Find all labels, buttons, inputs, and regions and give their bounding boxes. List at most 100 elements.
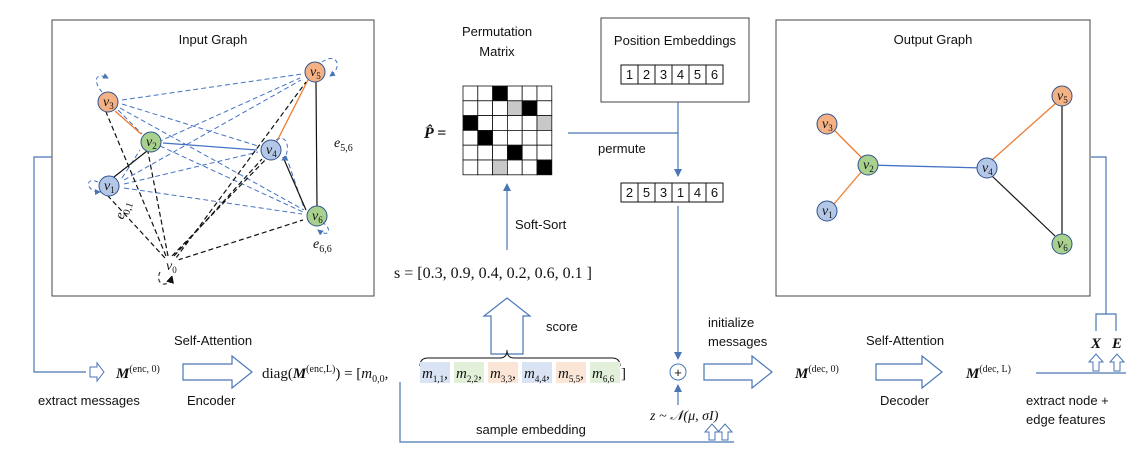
matrix-cell-5-5 — [536, 159, 553, 176]
position-embeddings-frame — [600, 17, 750, 103]
diag-entry-4: m5,5, — [558, 366, 584, 384]
entries-brace — [419, 349, 621, 367]
edge-v3-v2 — [114, 110, 142, 135]
position-embedding-value-0: 1 — [626, 67, 633, 82]
permutation-symbol: P̂ = — [423, 123, 446, 142]
matrix-cell-3-2 — [492, 129, 508, 146]
dashed-black-edges — [105, 81, 307, 261]
input-node-v3: v3 — [97, 91, 119, 113]
input-node-label-v3: v3 — [103, 95, 114, 111]
sample-arrow-1 — [703, 423, 721, 441]
matrix-cell-0-1 — [477, 85, 493, 102]
matrix-cell-1-4 — [521, 100, 538, 117]
position-embedding-value-4: 5 — [694, 67, 701, 82]
edge-v5-v6 — [315, 81, 318, 207]
x-label: X — [1090, 336, 1102, 352]
output-graph-title: Output Graph — [894, 32, 973, 47]
encoder-arrow — [182, 354, 253, 390]
permutation-matrix — [462, 85, 553, 176]
input-node-circle-v2 — [140, 131, 162, 153]
input-node-v6: v6 — [306, 205, 328, 227]
matrix-cell-0-5 — [536, 85, 553, 102]
m-dec-L: M(dec, L) — [965, 364, 1011, 382]
output-node-label-v6: v6 — [1057, 237, 1068, 253]
output-feedback-line — [1091, 156, 1107, 314]
input-node-label-v0: v0 — [166, 259, 177, 275]
permuted-value-5: 6 — [711, 185, 718, 200]
dashed-blue-edges — [117, 73, 305, 215]
diag-entry-3: m4,4, — [524, 366, 550, 384]
diag-entry-bg-1 — [454, 362, 484, 383]
plus-symbol: + — [674, 365, 682, 380]
output-node-circle-v3 — [816, 113, 838, 135]
edge-label-e66: e6,6 — [313, 237, 332, 255]
self-loop-v4 — [275, 137, 288, 161]
permuted-value-4: 4 — [694, 185, 701, 200]
matrix-cell-3-5 — [536, 129, 553, 146]
diag-entries: m1,1,m2,2,m3,3,m4,4,m5,5,m6,6 — [420, 362, 620, 384]
self-loop-v5 — [321, 58, 338, 77]
input-node-v1: v1 — [98, 175, 120, 197]
self-attention-dec-label: Self-Attention — [866, 333, 944, 348]
matrix-cell-5-2 — [492, 159, 508, 176]
input-node-circle-v4 — [260, 139, 282, 161]
permuted-value-0: 2 — [626, 185, 633, 200]
score-vector: s = [0.3, 0.9, 0.4, 0.2, 0.6, 0.1 ] — [394, 265, 592, 282]
edge-label-e56: e5,6 — [334, 136, 353, 154]
position-embedding-value-1: 2 — [643, 67, 650, 82]
output-graph-edges — [833, 102, 1063, 237]
matrix-cell-2-5 — [536, 115, 553, 131]
input-node-circle-v0 — [161, 256, 181, 276]
permuted-value-2: 3 — [660, 185, 667, 200]
edge-v2-v4 — [162, 142, 258, 151]
soft-sort-label: Soft-Sort — [515, 217, 567, 232]
matrix-cell-1-1 — [477, 100, 493, 117]
matrix-cell-5-3 — [506, 159, 523, 176]
input-graph-edges — [88, 58, 338, 285]
diag-entry-2: m3,3, — [490, 366, 516, 384]
permutation-title-1: Permutation — [462, 24, 532, 39]
position-embedding-value-3: 4 — [677, 67, 684, 82]
edge-label-e01: e0,1 — [113, 199, 136, 223]
matrix-cell-0-0 — [462, 85, 479, 102]
matrix-cell-0-2 — [492, 85, 508, 102]
matrix-cell-4-3 — [506, 144, 523, 161]
matrix-cell-3-4 — [521, 129, 538, 146]
self-loop-v6 — [317, 221, 330, 236]
matrix-cell-4-5 — [536, 144, 553, 161]
edge-v4-v6 — [282, 156, 307, 211]
matrix-cell-5-1 — [477, 159, 493, 176]
sample-embedding-label: sample embedding — [476, 422, 586, 437]
decoder-arrow — [875, 354, 943, 390]
e-up-arrow — [1108, 353, 1126, 372]
self-loop-v0 — [158, 271, 174, 285]
matrix-cell-4-4 — [521, 144, 538, 161]
diag-expression: diag(M(enc,L)) = [m0,0, — [262, 364, 388, 385]
matrix-cell-2-4 — [521, 115, 538, 131]
output-node-v1: v1 — [816, 200, 838, 222]
input-node-circle-v5 — [304, 61, 326, 83]
output-node-circle-v4 — [976, 157, 998, 179]
extract-messages-label: extract messages — [38, 393, 140, 408]
edge-v5-v4 — [275, 79, 309, 144]
diag-close-bracket: ] — [621, 366, 626, 382]
diag-entry-bg-3 — [522, 362, 552, 383]
initialize-label-1: initialize — [708, 315, 754, 330]
output-node-v5: v5 — [1051, 85, 1073, 107]
permutation-section: Permutation Matrix P̂ = — [423, 24, 553, 176]
output-node-v3: v3 — [816, 113, 838, 135]
output-node-label-v3: v3 — [822, 117, 833, 133]
input-graph-panel: Input Graph — [51, 19, 375, 297]
score-arrow — [482, 297, 532, 355]
out-edge-v4-v5 — [991, 102, 1057, 161]
position-embedding-value-2: 3 — [660, 67, 667, 82]
matrix-cell-4-2 — [492, 144, 508, 161]
score-label: score — [546, 319, 578, 334]
input-node-circle-v6 — [306, 205, 328, 227]
input-node-label-v6: v6 — [312, 209, 323, 225]
diag-entry-1: m2,2, — [456, 366, 482, 384]
